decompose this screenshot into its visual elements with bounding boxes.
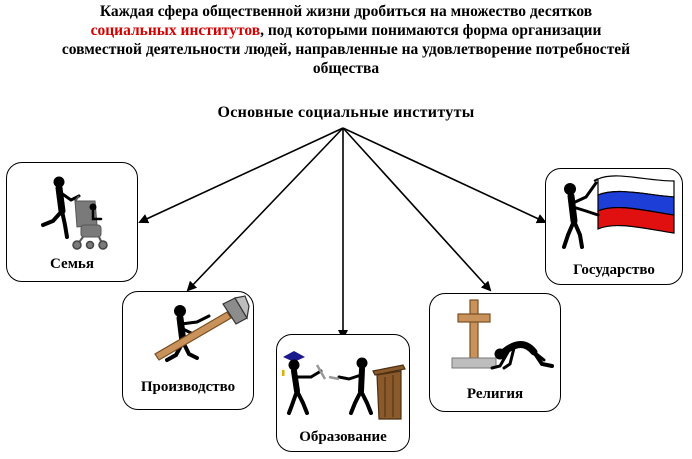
institution-production-box: Производство	[122, 291, 254, 410]
intro-line-2: социальных институтов, под которыми пони…	[0, 21, 692, 40]
intro-line-2-rest: , под которыми понимаются форма организа…	[260, 22, 602, 39]
institution-production-label: Производство	[140, 379, 236, 395]
institution-family-box: Семья	[6, 162, 138, 282]
root-node-label: Основные социальные институты	[217, 104, 475, 121]
institution-education-label: Образование	[299, 429, 387, 445]
highlighted-term: социальных институтов	[90, 22, 261, 39]
institution-state-box: Государство	[545, 168, 683, 285]
arrow-to-family	[138, 127, 344, 224]
person-praying-at-cross-icon	[451, 299, 554, 370]
parent-with-stroller-icon	[41, 176, 108, 250]
institution-religion-label: Религия	[466, 386, 524, 402]
worker-with-hammer-icon	[154, 295, 250, 362]
arrow-to-production	[186, 127, 344, 292]
arrow-to-state	[342, 127, 547, 224]
person-with-russian-flag-icon	[562, 175, 675, 249]
arrow-to-religion	[342, 127, 492, 292]
teacher-and-graduate-icon	[282, 351, 406, 420]
intro-line-1: Каждая сфера общественной жизни дробитьс…	[99, 3, 593, 20]
institution-education-box: Образование	[276, 334, 410, 452]
intro-line-4: общества	[312, 60, 380, 77]
institution-state-label: Государство	[573, 262, 655, 278]
intro-line-3: совместной деятельности людей, направлен…	[61, 41, 631, 58]
intro-text: Каждая сфера общественной жизни дробитьс…	[0, 2, 692, 78]
institution-religion-box: Религия	[429, 293, 561, 412]
institution-family-label: Семья	[50, 256, 94, 272]
